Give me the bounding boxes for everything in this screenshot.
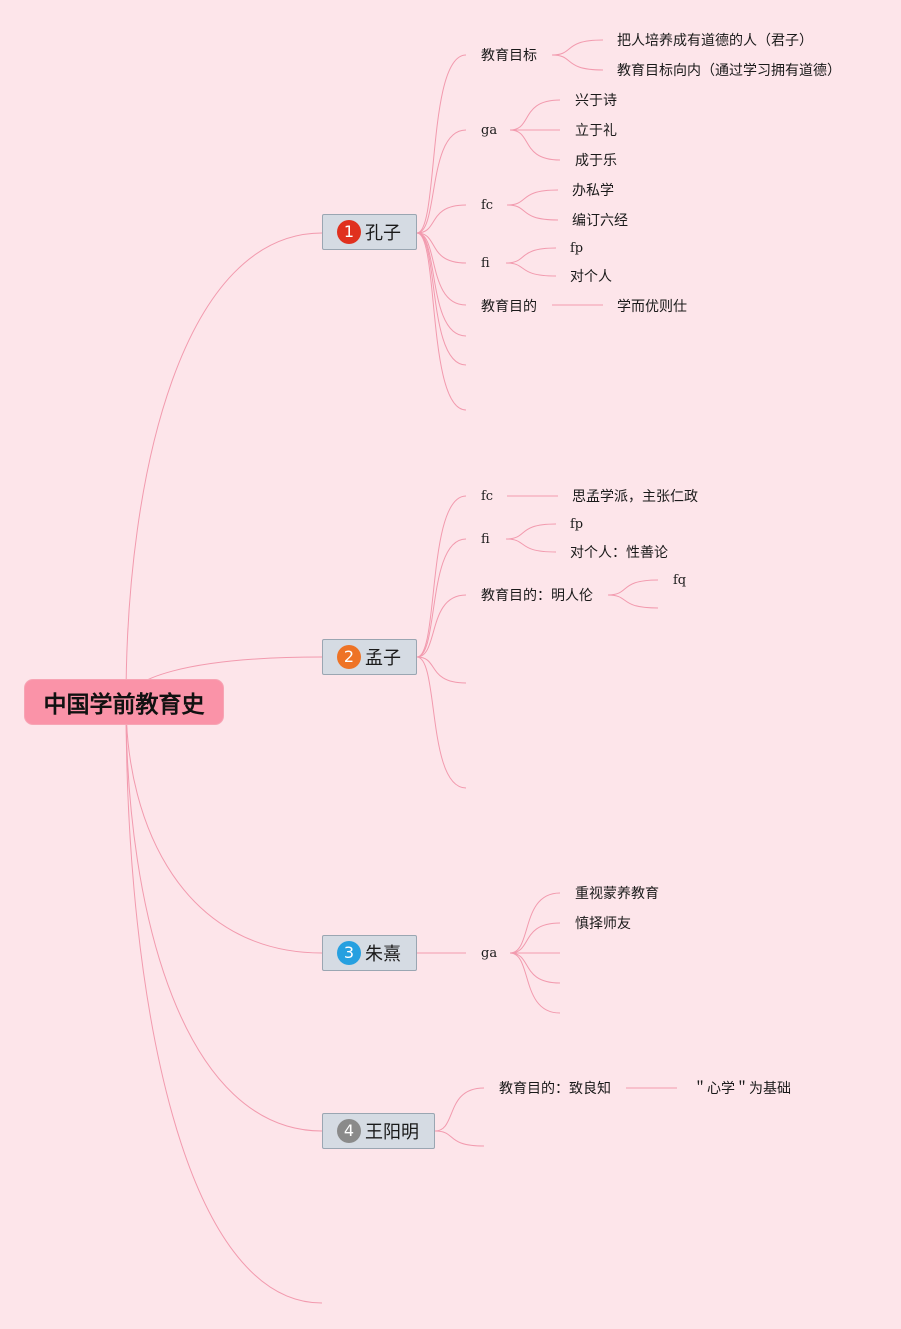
- connector-line: [506, 189, 559, 206]
- connector-line: [506, 204, 559, 221]
- topic-mengzi[interactable]: 2 孟子: [322, 639, 417, 675]
- topic-label: 孟子: [365, 648, 401, 669]
- connector-line: [434, 1087, 485, 1132]
- central-topic[interactable]: 中国学前教育史: [25, 680, 223, 724]
- connector-line: [551, 39, 604, 56]
- connector-line: [416, 656, 467, 684]
- connector-line: [416, 594, 467, 658]
- root-connector-line: [125, 701, 323, 1132]
- subtopic-ga[interactable]: ga: [481, 123, 498, 138]
- subtopic-jiaoyu-mubiao[interactable]: 教育目标: [481, 48, 537, 64]
- topic-label: 朱熹: [365, 944, 401, 965]
- topic-wangyangming[interactable]: 4 王阳明: [322, 1113, 435, 1149]
- root-connector-line: [125, 701, 323, 1304]
- topic-label: 孔子: [365, 223, 401, 244]
- connector-line: [509, 892, 561, 954]
- connector-line: [509, 952, 561, 984]
- connector-line: [416, 232, 467, 306]
- connector-line: [509, 129, 561, 161]
- leaf-topic[interactable]: 思孟学派，主张仁政: [572, 489, 698, 505]
- connector-line: [505, 538, 557, 553]
- connector-line: [505, 523, 557, 540]
- topic-zhuxi[interactable]: 3 朱熹: [322, 935, 417, 971]
- leaf-topic[interactable]: 立于礼: [575, 123, 617, 139]
- leaf-topic[interactable]: 慎择师友: [575, 916, 631, 932]
- subtopic-jiaoyu-mudi-minglunlun[interactable]: 教育目的：明人伦: [481, 588, 593, 604]
- leaf-topic[interactable]: fp: [570, 517, 584, 532]
- root-connector-line: [125, 232, 323, 703]
- priority-2-icon: 2: [337, 645, 361, 669]
- topic-label: 王阳明: [365, 1122, 419, 1143]
- subtopic-fi[interactable]: fi: [481, 532, 490, 547]
- leaf-topic[interactable]: ＂心学＂为基础: [693, 1081, 791, 1097]
- subtopic-ga[interactable]: ga: [481, 946, 498, 961]
- connector-line: [416, 656, 467, 789]
- subtopic-fi[interactable]: fi: [481, 256, 490, 271]
- root-connector-line: [125, 701, 323, 954]
- connector-line: [434, 1130, 485, 1147]
- connector-line: [416, 232, 467, 337]
- connector-line: [416, 129, 467, 234]
- connector-line: [607, 594, 659, 609]
- connector-line: [607, 579, 659, 596]
- connector-line: [509, 952, 561, 1014]
- leaf-topic[interactable]: 重视蒙养教育: [575, 886, 659, 902]
- leaf-topic[interactable]: 教育目标向内（通过学习拥有道德）: [617, 63, 841, 79]
- subtopic-fc[interactable]: fc: [481, 489, 494, 504]
- connector-line: [416, 232, 467, 264]
- leaf-topic[interactable]: 对个人: [570, 269, 612, 285]
- priority-4-icon: 4: [337, 1119, 361, 1143]
- leaf-topic[interactable]: 办私学: [572, 183, 614, 199]
- connector-line: [509, 99, 561, 131]
- connector-line: [416, 204, 467, 234]
- leaf-topic[interactable]: 编订六经: [572, 213, 628, 229]
- connector-line: [505, 262, 557, 277]
- subtopic-jiaoyu-mudi[interactable]: 教育目的: [481, 299, 537, 315]
- leaf-topic[interactable]: 对个人：性善论: [570, 545, 668, 561]
- connector-line: [505, 247, 557, 264]
- connector-line: [509, 922, 561, 954]
- leaf-topic[interactable]: fp: [570, 241, 584, 256]
- priority-1-icon: 1: [337, 220, 361, 244]
- connector-line: [551, 54, 604, 71]
- connector-line: [416, 495, 467, 658]
- subtopic-jiaoyu-mudi-zhiliangzhi[interactable]: 教育目的：致良知: [499, 1081, 611, 1097]
- connector-line: [416, 232, 467, 366]
- leaf-topic[interactable]: 成于乐: [575, 153, 617, 169]
- topic-kongzi[interactable]: 1 孔子: [322, 214, 417, 250]
- priority-3-icon: 3: [337, 941, 361, 965]
- leaf-topic[interactable]: 学而优则仕: [617, 299, 687, 315]
- subtopic-fc[interactable]: fc: [481, 198, 494, 213]
- leaf-topic[interactable]: fq: [673, 573, 687, 588]
- leaf-topic[interactable]: 兴于诗: [575, 93, 617, 109]
- connector-line: [416, 232, 467, 411]
- leaf-topic[interactable]: 把人培养成有道德的人（君子）: [617, 33, 813, 49]
- connector-line: [416, 538, 467, 658]
- connector-line: [416, 54, 467, 234]
